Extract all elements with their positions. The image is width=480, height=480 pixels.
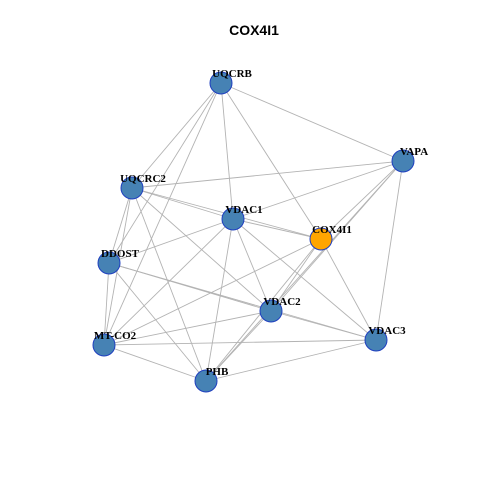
edge-ddost-mt-co2 bbox=[103, 262, 110, 346]
edge-vapa-vdac1 bbox=[232, 160, 404, 220]
edge-mt-co2-phb bbox=[103, 344, 207, 382]
node-ddost: DDOST bbox=[97, 248, 140, 275]
node-uqcrb: UQCRB bbox=[209, 68, 253, 95]
node-circle-uqcrb bbox=[209, 71, 233, 95]
edge-uqcrb-vapa bbox=[220, 82, 404, 162]
edge-uqcrb-ddost bbox=[108, 82, 222, 264]
node-label-vapa: VAPA bbox=[400, 146, 428, 158]
edge-vdac1-phb bbox=[205, 218, 234, 382]
node-label-mt-co2: MT-CO2 bbox=[94, 330, 137, 342]
edge-vdac2-vdac3 bbox=[270, 310, 377, 341]
edge-uqcrc2-phb bbox=[131, 187, 207, 382]
node-circle-vapa bbox=[391, 149, 415, 173]
edge-vdac3-mt-co2 bbox=[103, 339, 377, 346]
node-vdac3: VDAC3 bbox=[364, 325, 406, 352]
edge-vdac1-vdac3 bbox=[232, 218, 377, 341]
node-circle-vdac1 bbox=[221, 207, 245, 231]
edge-uqcrb-uqcrc2 bbox=[131, 82, 222, 189]
edge-vdac1-ddost bbox=[108, 218, 234, 264]
edge-vdac2-mt-co2 bbox=[103, 310, 272, 346]
node-circle-vdac3 bbox=[364, 328, 388, 352]
edge-ddost-vdac3 bbox=[108, 262, 377, 341]
edge-vdac1-mt-co2 bbox=[103, 218, 234, 346]
edge-vdac3-phb bbox=[205, 339, 377, 382]
edge-vdac1-vdac2 bbox=[232, 218, 272, 312]
node-vapa: VAPA bbox=[391, 146, 428, 173]
edge-vapa-uqcrc2 bbox=[131, 160, 404, 189]
graph-title: COX4I1 bbox=[229, 22, 279, 38]
node-label-uqcrc2: UQCRC2 bbox=[120, 173, 166, 185]
node-label-phb: PHB bbox=[206, 366, 229, 378]
node-cox4i1: COX4I1 bbox=[309, 224, 352, 251]
node-label-cox4i1: COX4I1 bbox=[312, 224, 352, 236]
edge-vdac2-phb bbox=[205, 310, 272, 382]
node-circle-uqcrc2 bbox=[120, 176, 144, 200]
edge-cox4i1-mt-co2 bbox=[103, 238, 322, 346]
node-circle-vdac2 bbox=[259, 299, 283, 323]
node-uqcrc2: UQCRC2 bbox=[120, 173, 166, 200]
node-circle-ddost bbox=[97, 251, 121, 275]
edge-vapa-cox4i1 bbox=[320, 160, 404, 240]
edge-uqcrb-mt-co2 bbox=[103, 82, 222, 346]
edge-uqcrb-cox4i1 bbox=[220, 82, 322, 240]
edge-uqcrc2-vdac1 bbox=[131, 187, 234, 220]
node-label-vdac3: VDAC3 bbox=[368, 325, 406, 337]
edge-layer bbox=[103, 82, 404, 382]
edge-cox4i1-vdac3 bbox=[320, 238, 377, 341]
node-circle-cox4i1 bbox=[309, 227, 333, 251]
node-mt-co2: MT-CO2 bbox=[92, 330, 137, 357]
node-phb: PHB bbox=[194, 366, 229, 393]
edge-vapa-phb bbox=[205, 160, 404, 382]
edge-cox4i1-vdac2 bbox=[270, 238, 322, 312]
node-vdac2: VDAC2 bbox=[259, 296, 301, 323]
node-vdac1: VDAC1 bbox=[221, 204, 263, 231]
edge-vapa-vdac3 bbox=[375, 160, 404, 341]
node-label-vdac1: VDAC1 bbox=[225, 204, 262, 216]
node-label-uqcrb: UQCRB bbox=[212, 68, 252, 80]
node-label-vdac2: VDAC2 bbox=[263, 296, 301, 308]
edge-uqcrc2-ddost bbox=[108, 187, 133, 264]
node-circle-phb bbox=[194, 369, 218, 393]
node-label-ddost: DDOST bbox=[101, 248, 140, 260]
node-circle-mt-co2 bbox=[92, 333, 116, 357]
edge-ddost-phb bbox=[108, 262, 207, 382]
edge-uqcrb-vdac1 bbox=[220, 82, 234, 220]
edge-vdac1-cox4i1 bbox=[232, 218, 322, 240]
